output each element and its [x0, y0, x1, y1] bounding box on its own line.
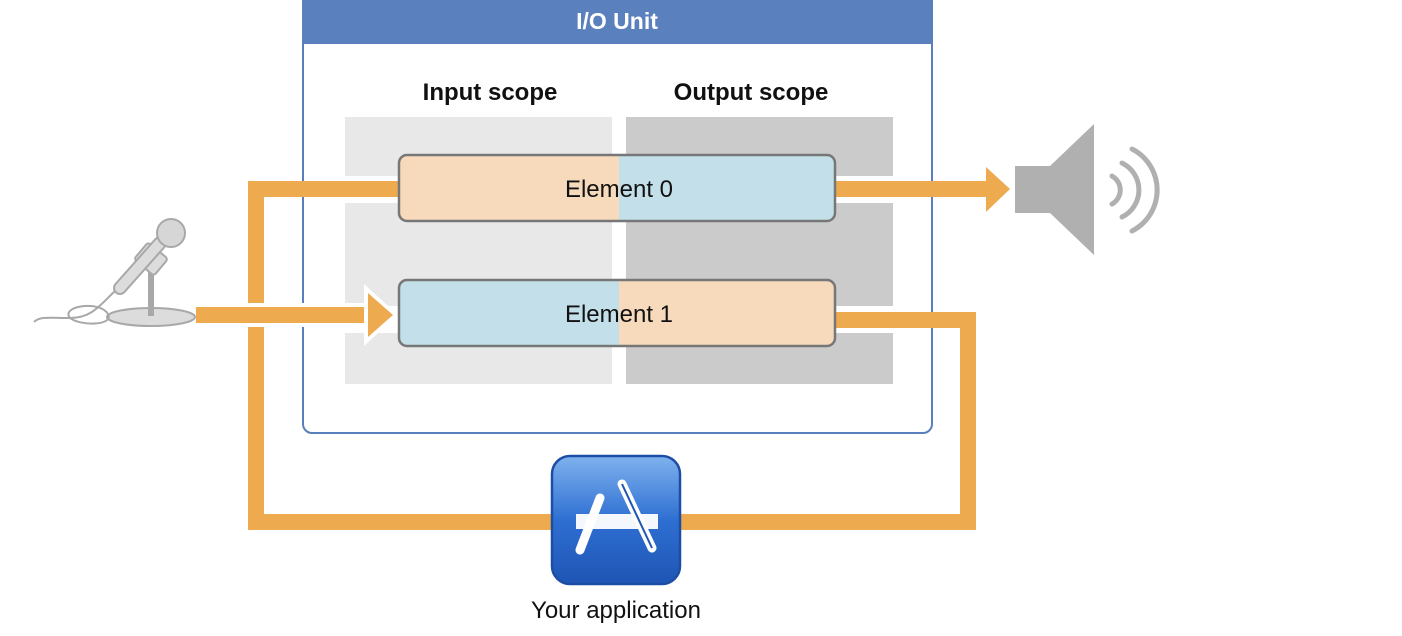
- io-unit-header: [303, 0, 932, 44]
- render-callback-path: [248, 181, 552, 530]
- speaker-body: [1015, 124, 1094, 255]
- microphone-cable: [33, 289, 117, 323]
- app-icon-pencil-shade: [621, 483, 653, 549]
- element-1-input-half: [399, 280, 619, 346]
- microphone-cable-loop: [67, 304, 110, 325]
- speaker-wave-large: [1129, 146, 1160, 234]
- element-0: Element 0: [397, 153, 837, 223]
- element-1-output-half: [619, 280, 835, 346]
- element-0-label: Element 0: [565, 176, 673, 203]
- microphone-icon: [33, 218, 196, 327]
- element-1: Element 1: [397, 278, 837, 348]
- input-scope-label: Input scope: [423, 79, 558, 106]
- speaker-wave-medium: [1119, 160, 1142, 220]
- output-to-speaker-arrowhead: [986, 167, 1010, 212]
- output-scope-label: Output scope: [674, 79, 829, 106]
- mic-to-input-arrowhead: [368, 293, 393, 337]
- speaker-wave-small: [1109, 173, 1123, 207]
- microphone-handle-fill: [115, 238, 165, 293]
- element-0-output-half: [619, 155, 835, 221]
- speaker-icon: [1015, 124, 1160, 255]
- io-unit-title: I/O Unit: [576, 8, 658, 34]
- your-application-label: Your application: [531, 597, 701, 624]
- input-to-app-path: [680, 312, 976, 530]
- element-0-border: [397, 153, 837, 223]
- signal-flow: [196, 167, 1010, 530]
- element-0-input-half: [399, 155, 619, 221]
- app-store-icon: [550, 454, 682, 586]
- app-icon-brush: [575, 493, 605, 555]
- element-1-border: [397, 278, 837, 348]
- element-1-label: Element 1: [565, 301, 673, 328]
- microphone-head: [156, 218, 186, 248]
